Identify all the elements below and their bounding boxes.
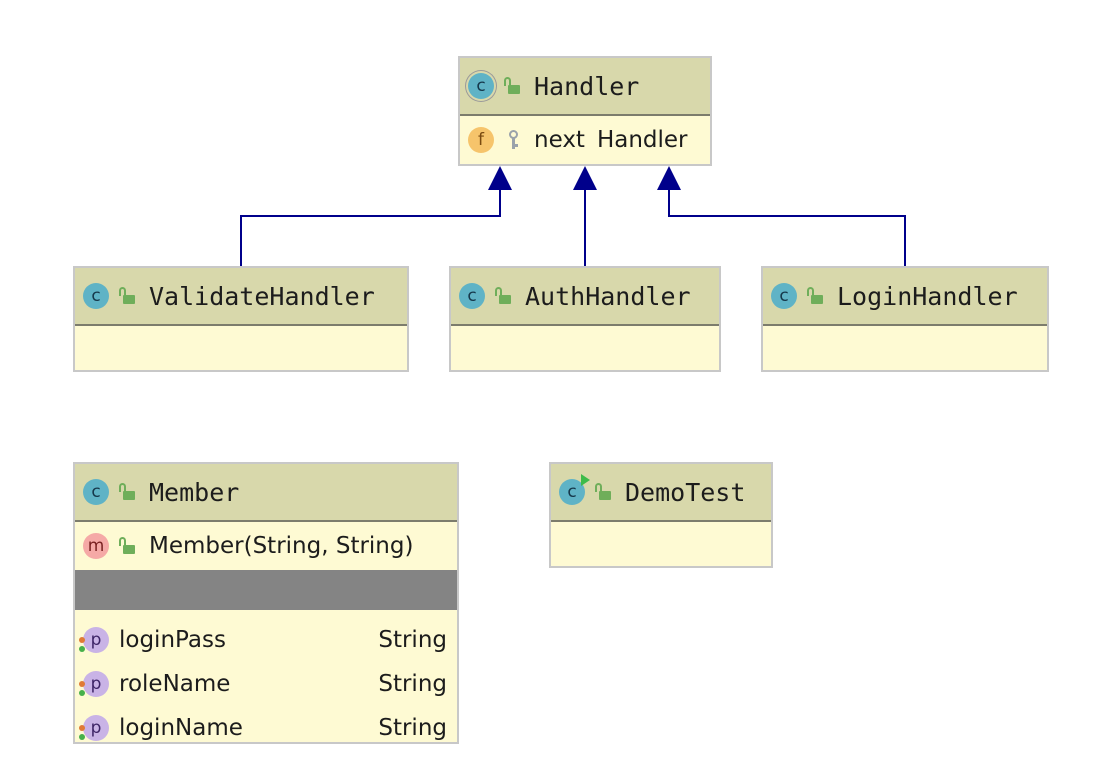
class-icon: c — [83, 283, 109, 309]
property-icon: p — [79, 627, 109, 653]
public-lock-icon — [119, 287, 135, 305]
class-member[interactable]: c Member m Member(String, String) p logi… — [73, 462, 459, 744]
public-lock-icon — [119, 537, 135, 555]
edge-validate-to-handler — [240, 190, 501, 266]
class-header: c AuthHandler — [451, 268, 719, 326]
abstract-class-icon: c — [468, 73, 494, 99]
class-header: c Handler — [460, 58, 710, 116]
public-lock-icon — [807, 287, 823, 305]
property-name: loginName — [119, 715, 243, 741]
field-icon: f — [468, 127, 494, 153]
class-icon: c — [459, 283, 485, 309]
property-type: String — [378, 715, 447, 741]
property-icon: p — [79, 671, 109, 697]
public-lock-icon — [504, 77, 520, 95]
arrowhead-auth — [573, 166, 597, 190]
field-type: Handler — [596, 127, 688, 153]
class-name: LoginHandler — [837, 281, 1018, 311]
class-header: c DemoTest — [551, 464, 771, 522]
property-row-login-pass[interactable]: p loginPass String — [75, 618, 457, 662]
constructor-row[interactable]: m Member(String, String) — [75, 522, 457, 570]
property-type: String — [378, 671, 447, 697]
class-auth-handler[interactable]: c AuthHandler — [449, 266, 721, 372]
class-header: c LoginHandler — [763, 268, 1047, 326]
class-name: Member — [149, 477, 240, 507]
class-name: Handler — [534, 71, 640, 101]
public-lock-icon — [119, 483, 135, 501]
class-login-handler[interactable]: c LoginHandler — [761, 266, 1049, 372]
field-row[interactable]: f next Handler — [460, 116, 710, 164]
public-lock-icon — [595, 483, 611, 501]
class-icon: c — [771, 283, 797, 309]
class-demo-test[interactable]: c DemoTest — [549, 462, 773, 568]
arrowhead-login — [657, 166, 681, 190]
method-icon: m — [83, 533, 109, 559]
class-name: ValidateHandler — [149, 281, 375, 311]
class-validate-handler[interactable]: c ValidateHandler — [73, 266, 409, 372]
property-row-role-name[interactable]: p roleName String — [75, 662, 457, 706]
key-icon — [508, 130, 520, 150]
class-icon: c — [83, 479, 109, 505]
edge-login-to-handler — [668, 190, 906, 266]
class-header: c ValidateHandler — [75, 268, 407, 326]
class-name: DemoTest — [625, 477, 746, 507]
class-header: c Member — [75, 464, 457, 522]
constructor-signature: Member(String, String) — [149, 533, 414, 559]
property-icon: p — [79, 715, 109, 741]
property-type: String — [378, 627, 447, 653]
section-separator — [75, 570, 457, 610]
property-row-login-name[interactable]: p loginName String — [75, 706, 457, 750]
arrowhead-validate — [488, 166, 512, 190]
class-name: AuthHandler — [525, 281, 691, 311]
public-lock-icon — [495, 287, 511, 305]
runnable-class-icon: c — [559, 474, 590, 505]
property-name: loginPass — [119, 627, 226, 653]
class-handler[interactable]: c Handler f next Handler — [458, 56, 712, 166]
field-name: next — [534, 127, 585, 153]
property-name: roleName — [119, 671, 231, 697]
